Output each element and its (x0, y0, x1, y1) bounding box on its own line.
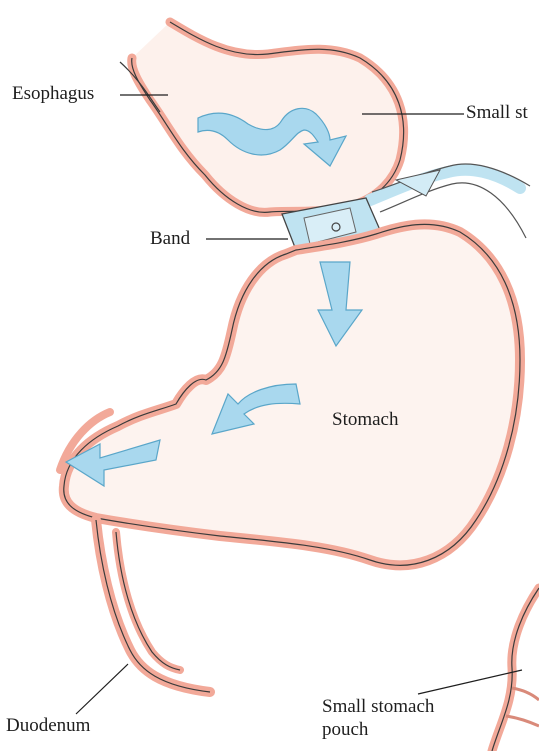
label-small-stomach-top: Small st (466, 103, 528, 124)
small-stomach-pouch-bottom (492, 588, 539, 751)
label-esophagus: Esophagus (12, 84, 94, 105)
small-stomach-pouch-top (132, 22, 404, 212)
label-pouch-line2: pouch (322, 720, 368, 741)
label-stomach: Stomach (332, 410, 399, 431)
label-band: Band (150, 229, 190, 250)
label-duodenum: Duodenum (6, 716, 90, 737)
leader-duodenum (76, 664, 128, 714)
label-pouch-line1: Small stomach (322, 697, 434, 718)
